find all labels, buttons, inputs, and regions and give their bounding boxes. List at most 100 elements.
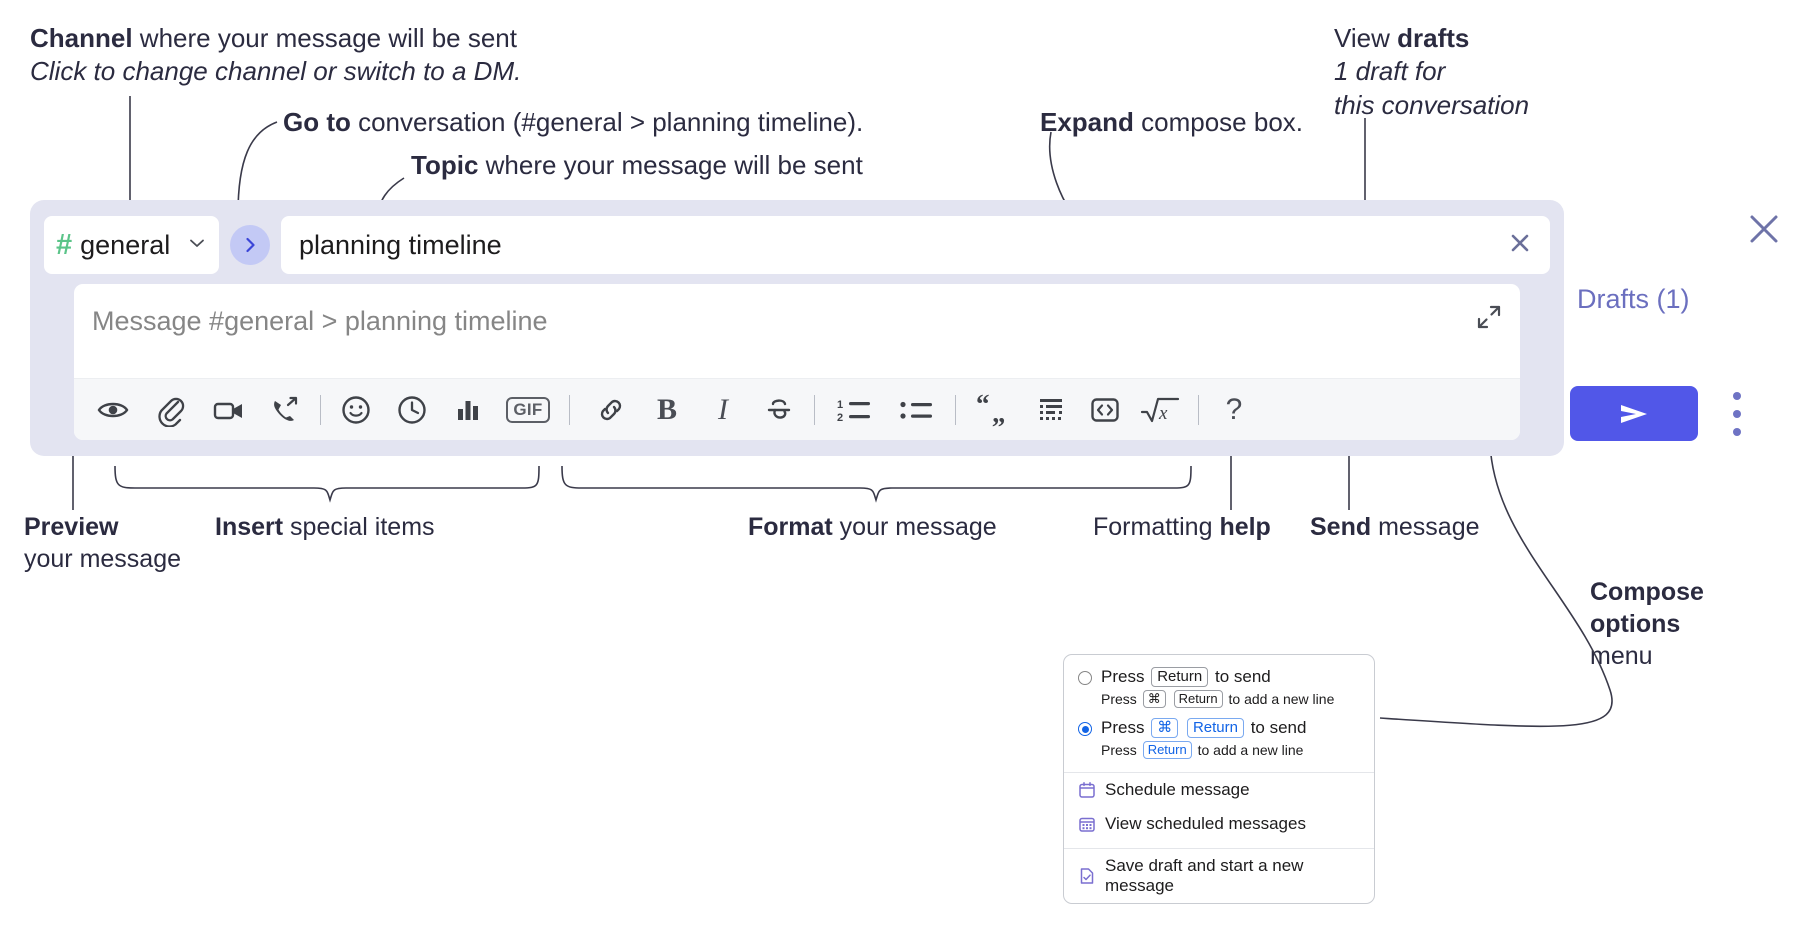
- menu-item-label: View scheduled messages: [1105, 814, 1306, 833]
- kebab-dot: [1733, 410, 1741, 418]
- phone-arrow-icon[interactable]: [260, 385, 310, 435]
- annotation-expand-bold: Expand: [1040, 107, 1134, 137]
- annotation-compose-bold-2: options: [1590, 610, 1681, 638]
- key-command: ⌘: [1142, 690, 1166, 708]
- link-icon[interactable]: [586, 385, 636, 435]
- annotation-topic-rest: where your message will be sent: [478, 150, 863, 180]
- key-return: Return: [1173, 690, 1223, 708]
- option-1-sub-pre: Press: [1101, 742, 1137, 758]
- annotation-format-bold: Format: [748, 513, 833, 541]
- annotation-insert-bold: Insert: [215, 513, 284, 541]
- key-return: Return: [1186, 718, 1244, 738]
- svg-text:“: “: [976, 393, 990, 419]
- annotation-drafts-italic-2: this conversation: [1334, 89, 1530, 120]
- menu-option-0-sub: Press ⌘ Return to add a new line: [1064, 687, 1374, 714]
- document-check-icon: [1078, 867, 1096, 885]
- hash-icon: #: [56, 228, 73, 261]
- menu-item-view-scheduled-messages[interactable]: View scheduled messages: [1064, 807, 1374, 841]
- annotation-goto-bold: Go to: [283, 107, 351, 137]
- menu-item-label: Save draft and start a new message: [1105, 856, 1304, 895]
- topic-input[interactable]: planning timeline: [281, 216, 1550, 274]
- channel-selector[interactable]: # general: [44, 216, 219, 274]
- annotation-drafts-bold: drafts: [1397, 23, 1470, 53]
- key-return: Return: [1151, 667, 1209, 687]
- compose-options-button[interactable]: [1722, 392, 1752, 436]
- annotation-topic-bold: Topic: [411, 150, 479, 180]
- menu-item-label: Schedule message: [1105, 780, 1250, 799]
- svg-text:2: 2: [837, 412, 843, 424]
- svg-text:1: 1: [837, 399, 843, 411]
- drafts-link[interactable]: Drafts (1): [1577, 284, 1690, 314]
- clear-topic-icon[interactable]: [1504, 227, 1536, 264]
- radio-selected-icon[interactable]: [1078, 722, 1092, 736]
- video-camera-icon[interactable]: [204, 385, 254, 435]
- annotation-send-bold: Send: [1310, 513, 1372, 541]
- menu-option-return-to-send[interactable]: Press Return to send: [1064, 663, 1374, 687]
- menu-option-cmd-return-to-send[interactable]: Press ⌘ Return to send: [1064, 714, 1374, 738]
- send-button[interactable]: [1570, 386, 1698, 441]
- blockquote-icon[interactable]: “„: [966, 385, 1024, 435]
- option-0-sub-post: to add a new line: [1228, 691, 1335, 707]
- annotation-goto: Go to conversation (#general > planning …: [283, 106, 863, 139]
- bulleted-list-icon[interactable]: [887, 385, 945, 435]
- kebab-dot: [1733, 392, 1741, 400]
- option-1-main-pre: Press: [1101, 718, 1145, 737]
- compose-panel: # general planning timeline Message #gen…: [30, 200, 1564, 456]
- gif-icon[interactable]: GIF: [497, 385, 559, 435]
- gif-label: GIF: [506, 396, 550, 423]
- toolbar-separator: [569, 394, 570, 425]
- svg-text:x: x: [1158, 403, 1168, 424]
- toolbar-separator: [320, 394, 321, 425]
- math-icon[interactable]: x: [1132, 385, 1188, 435]
- clock-icon[interactable]: [387, 385, 437, 435]
- key-return: Return: [1142, 741, 1192, 759]
- chevron-down-icon: [187, 233, 207, 258]
- bold-glyph: B: [656, 392, 677, 426]
- italic-icon[interactable]: I: [698, 385, 748, 435]
- paperclip-icon[interactable]: [146, 385, 196, 435]
- annotation-compose-bold-1: Compose: [1590, 578, 1704, 606]
- annotation-insert-rest: special items: [283, 513, 435, 541]
- toolbar-separator: [955, 394, 956, 425]
- menu-option-label: Press ⌘ Return to send: [1101, 718, 1306, 738]
- bold-icon[interactable]: B: [642, 385, 692, 435]
- eye-icon[interactable]: [88, 385, 138, 435]
- annotation-help: Formatting help: [1093, 511, 1271, 543]
- key-command: ⌘: [1151, 718, 1179, 738]
- strikethrough-icon[interactable]: [754, 385, 804, 435]
- italic-glyph: I: [718, 392, 728, 426]
- code-block-icon[interactable]: [1026, 385, 1076, 435]
- toolbar-separator: [1198, 394, 1199, 425]
- option-1-main-post: to send: [1250, 718, 1307, 737]
- annotation-channel-rest: where your message will be sent: [132, 23, 517, 53]
- annotation-format-rest: your message: [832, 513, 997, 541]
- menu-item-save-draft[interactable]: Save draft and start a new message: [1064, 849, 1374, 903]
- question-mark-icon[interactable]: ?: [1209, 385, 1259, 435]
- chevron-right-icon: [246, 237, 255, 253]
- message-input-area[interactable]: Message #general > planning timeline: [74, 284, 1520, 440]
- expand-icon[interactable]: [1474, 302, 1504, 337]
- annotation-send-rest: message: [1371, 513, 1480, 541]
- topic-value: planning timeline: [299, 229, 502, 260]
- code-inline-icon[interactable]: [1080, 385, 1130, 435]
- calendar-icon: [1078, 781, 1096, 799]
- menu-item-schedule-message[interactable]: Schedule message: [1064, 773, 1374, 807]
- annotation-channel-bold: Channel: [30, 23, 133, 53]
- close-icon[interactable]: [1744, 209, 1784, 254]
- compose-header-row: # general planning timeline: [44, 216, 1550, 274]
- go-to-conversation-button[interactable]: [230, 225, 270, 265]
- calendar-grid-icon: [1078, 815, 1096, 833]
- menu-option-1-sub: Press Return to add a new line: [1064, 738, 1374, 765]
- annotation-send: Send message: [1310, 511, 1480, 543]
- bar-chart-icon[interactable]: [443, 385, 493, 435]
- annotation-insert: Insert special items: [215, 511, 435, 543]
- message-placeholder: Message #general > planning timeline: [92, 306, 548, 336]
- svg-text:„: „: [992, 398, 1006, 427]
- annotation-drafts: View drafts 1 draft for this conversatio…: [1334, 22, 1529, 122]
- radio-unselected-icon[interactable]: [1078, 671, 1092, 685]
- emoji-smiley-icon[interactable]: [331, 385, 381, 435]
- annotation-expand: Expand compose box.: [1040, 106, 1303, 139]
